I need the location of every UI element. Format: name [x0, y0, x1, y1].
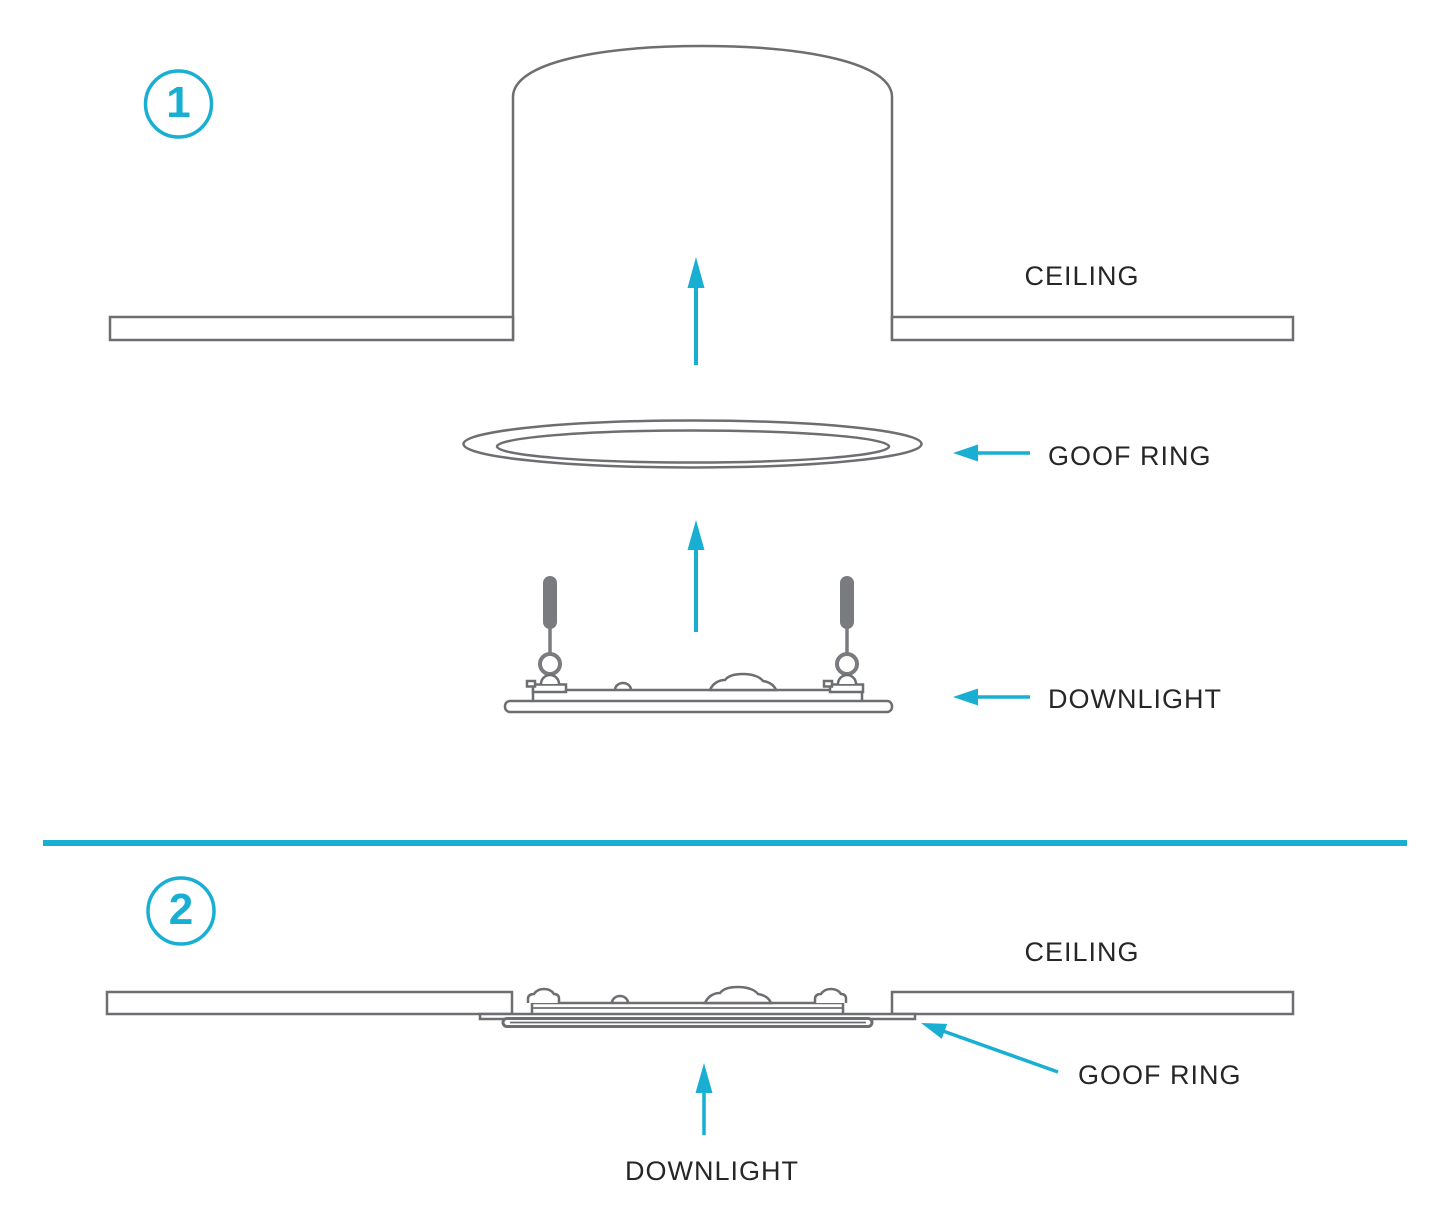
- clip-base-tab: [822, 679, 834, 688]
- clip-bracket-arch: [836, 673, 858, 685]
- ceiling-slab-right: [890, 990, 1295, 1016]
- spring-clip-left: [525, 576, 568, 694]
- spring-clip-right: [822, 576, 865, 694]
- step2-goof-ring-label: GOOF RING: [1078, 1060, 1242, 1090]
- arrow-up-from-downlight: [687, 520, 705, 632]
- section-divider: [43, 840, 1407, 846]
- arrow-left-goof-ring: [953, 444, 1030, 462]
- installed-downlight-drawing: [478, 985, 917, 1028]
- arrow-up-downlight: [695, 1063, 713, 1135]
- arrow-left-downlight: [953, 688, 1030, 706]
- step1-downlight-label: DOWNLIGHT: [1048, 684, 1222, 714]
- step1-diagram: [108, 44, 1295, 714]
- goof-ring-outer: [462, 419, 923, 469]
- ceiling-slab-left: [108, 315, 515, 342]
- arrow-head: [687, 257, 705, 288]
- recessed-housing-outline: [511, 44, 894, 340]
- arrow-head: [695, 1063, 713, 1093]
- ceiling-slab-right: [890, 315, 1295, 342]
- arrow-diagonal-goof-ring: [921, 1023, 1059, 1074]
- arrow-head: [687, 520, 705, 550]
- spring-arm: [840, 576, 854, 629]
- wire-lump: [703, 985, 773, 1005]
- step2-diagram: [105, 876, 1295, 1135]
- clip-base-plate: [828, 683, 865, 694]
- arrow-shaft: [942, 1029, 1059, 1074]
- arrow-head: [953, 688, 978, 706]
- downlight-flange: [503, 699, 894, 714]
- step2-downlight-label: DOWNLIGHT: [625, 1156, 799, 1186]
- wire-bump-small: [610, 994, 630, 1004]
- clip-bracket-arch: [539, 673, 561, 685]
- folded-clip-left: [526, 987, 561, 1003]
- goof-ring-inner: [495, 429, 891, 464]
- step1-badge-circle: [143, 69, 214, 139]
- clip-base-tab: [525, 679, 537, 688]
- spring-arm: [543, 576, 557, 629]
- clip-base-plate: [531, 683, 568, 694]
- step2-badge-number: 2: [168, 885, 194, 934]
- goof-ring-drawing: [462, 419, 923, 469]
- arrow-up-into-housing: [687, 257, 705, 365]
- arrow-head: [953, 444, 978, 462]
- arrow-head: [921, 1023, 948, 1039]
- step2-ceiling-label: CEILING: [1024, 937, 1140, 967]
- step1-ceiling-label: CEILING: [1024, 261, 1140, 291]
- spring-coil: [835, 652, 859, 676]
- wire-lump: [708, 672, 778, 692]
- wire-bump-small: [613, 681, 633, 691]
- step1-badge-number: 1: [166, 78, 191, 127]
- folded-clip-right: [813, 987, 848, 1003]
- step1-goof-ring-label: GOOF RING: [1048, 441, 1212, 471]
- ceiling-slab-left: [105, 990, 514, 1016]
- step2-badge-circle: [146, 876, 216, 946]
- downlight-drawing: [503, 576, 894, 714]
- spring-coil: [538, 652, 562, 676]
